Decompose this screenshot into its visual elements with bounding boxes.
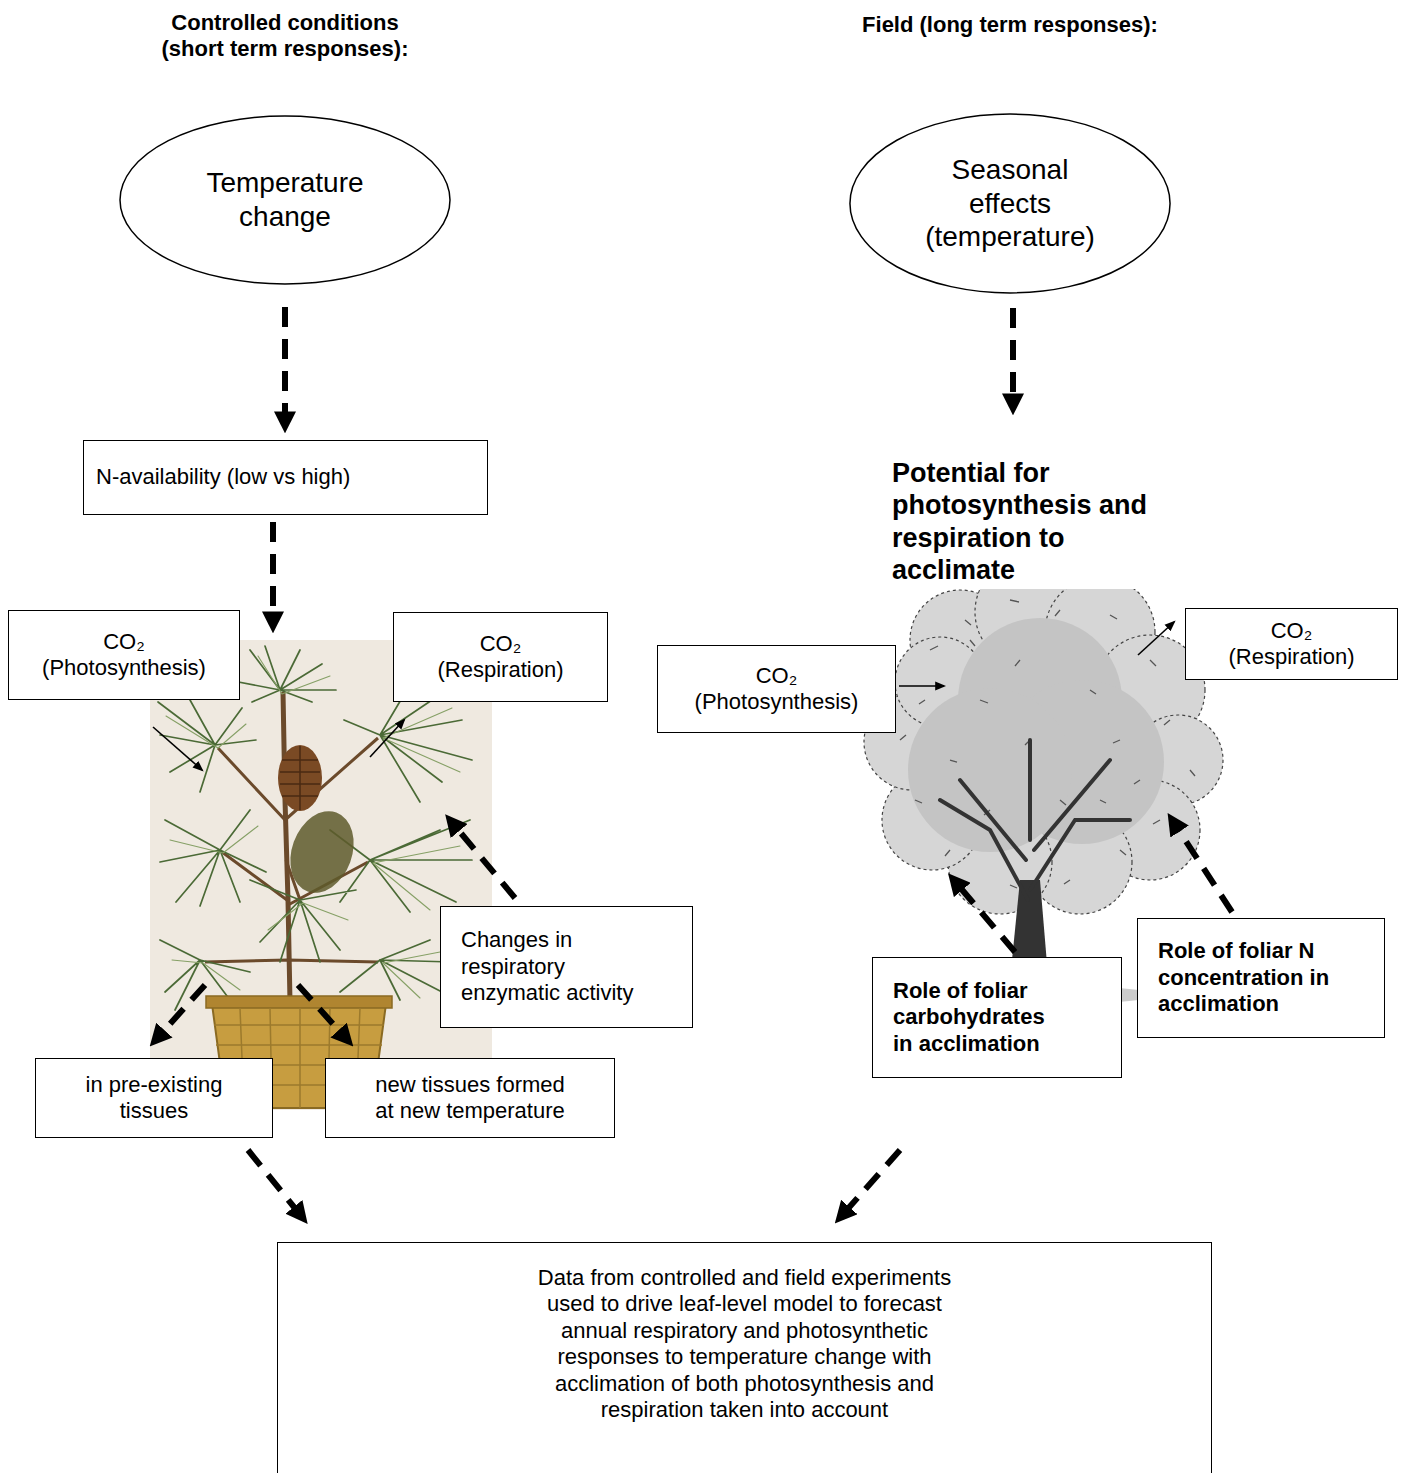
oval-outline [120,116,450,284]
node-text: CO₂ (Respiration) [426,631,576,684]
dashed-arrow [1176,826,1232,912]
node-text: Seasonal effects (temperature) [915,153,1105,254]
node-text: Temperature change [185,166,385,233]
thin-arrow [153,727,202,770]
panel-heading: Potential for photosynthesis and respira… [888,455,1168,589]
oval-outline [118,115,452,285]
tree-illustration [864,557,1223,914]
node-text: new tissues formed at new temperature [370,1072,570,1125]
dashed-arrow [160,985,205,1035]
process-box: N-availability (low vs high) [83,440,488,515]
dashed-arrow [455,826,515,898]
thin-arrow [153,622,1174,770]
factor-box: Role of foliar carbohydrates in acclimat… [872,957,1122,1078]
thin-arrow [370,720,404,757]
section-heading: Controlled conditions (short term respon… [155,10,415,63]
tree-illustration [940,740,1130,900]
tissue-box: in pre-existing tissues [35,1058,273,1138]
factor-box: Role of foliar N concentration in acclim… [1137,918,1385,1038]
dashed-arrow [845,1150,900,1212]
dashed-arrow [248,1150,298,1212]
tree-illustration [908,688,1072,852]
flux-box: CO₂ (Respiration) [393,612,608,702]
node-text: CO₂ (Photosynthesis) [37,629,212,682]
tree-illustration [908,618,1164,852]
node-text: CO₂ (Respiration) [1217,618,1367,671]
node-text: Role of foliar carbohydrates in acclimat… [893,978,1065,1057]
pine-seedling-photo [280,746,320,810]
dashed-arrow [270,522,276,618]
node-text: Data from controlled and field experimen… [525,1265,965,1423]
pine-seedling-photo [206,996,392,1008]
summary-box: Data from controlled and field experimen… [277,1242,1212,1473]
oval-node: Temperature change [118,115,452,285]
pine-seedling-photo [166,656,460,998]
dashed-arrow [298,985,343,1035]
pine-seedling-photo [150,640,492,1110]
node-text: CO₂ (Photosynthesis) [689,663,864,716]
pine-seedling-photo [278,745,322,811]
pine-seedling-photo [150,640,492,1110]
pine-seedling-photo [283,692,290,1002]
thin-arrow [899,685,944,687]
node-text: Changes in respiratory enzymatic activit… [461,927,656,1006]
thin-arrow [1138,622,1174,655]
tree-illustration [900,600,1195,888]
node-text: in pre-existing tissues [64,1072,244,1125]
dashed-arrow [1010,308,1016,400]
dashed-connector [282,307,288,418]
tissue-box: new tissues formed at new temperature [325,1058,615,1138]
oval-node: Seasonal effects (temperature) [848,113,1172,294]
node-text: Role of foliar N concentration in acclim… [1158,938,1338,1017]
flux-box: CO₂ (Photosynthesis) [657,645,896,733]
pine-seedling-photo [279,802,364,901]
flux-box: CO₂ (Photosynthesis) [8,610,240,700]
section-heading: Field (long term responses): [810,12,1210,38]
flux-box: CO₂ (Respiration) [1185,608,1398,680]
node-text: N-availability (low vs high) [96,464,350,490]
process-box: Changes in respiratory enzymatic activit… [440,906,693,1028]
dashed-arrow [958,885,1015,952]
oval-outline [850,114,1170,293]
